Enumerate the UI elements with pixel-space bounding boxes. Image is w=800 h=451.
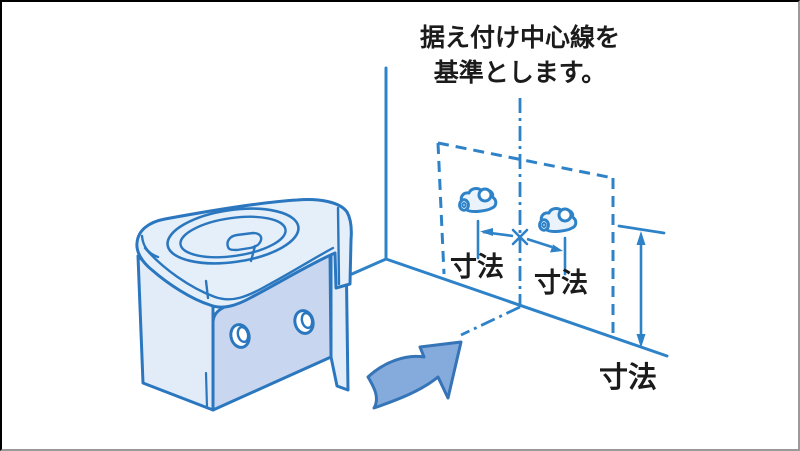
sink-rim-inner-contour xyxy=(143,246,335,301)
annotation-title-line1: 据え付け中心線を xyxy=(420,23,620,52)
height-dimension-tick xyxy=(617,224,666,235)
arrowhead-up xyxy=(636,231,646,245)
arrowhead xyxy=(480,228,493,236)
sink-seat-tab xyxy=(226,231,263,252)
faucet-handle-knob xyxy=(477,187,493,203)
sink-unit xyxy=(135,198,353,412)
sink-rim-seam-tick2 xyxy=(204,279,210,300)
floor-line-right xyxy=(384,257,669,358)
dim-label-height: 寸法 xyxy=(599,361,657,394)
sink-hole-right xyxy=(293,309,315,335)
faucet-spout-hole xyxy=(541,222,547,228)
sink-left-cap-seam xyxy=(140,234,160,259)
annotation-title-line2: 基準とします。 xyxy=(434,58,607,87)
center-cross-mark xyxy=(511,228,529,246)
mounting-area-top-edge xyxy=(437,141,614,180)
dim-label-left-offset: 寸法 xyxy=(450,252,504,282)
sink-hole-left xyxy=(229,323,251,349)
sink-seat-inner-ring xyxy=(179,215,287,259)
center-line-floor-extension xyxy=(460,305,521,337)
faucet-icon-right xyxy=(538,207,578,233)
sink-seat-outer-ring xyxy=(166,207,300,265)
mounting-area-dashed-outline xyxy=(436,141,615,338)
arrowhead xyxy=(550,244,563,253)
faucet-handle-knob xyxy=(557,207,573,223)
direction-arrow-icon xyxy=(366,340,463,410)
sink-left-leg-seam xyxy=(204,371,209,409)
sink-right-cap-seam xyxy=(336,206,341,286)
dimension-arrow-left xyxy=(480,228,514,238)
faucet-icon-left xyxy=(458,187,498,213)
sink-rim-seam-tick xyxy=(249,244,257,263)
height-dimension-arrow xyxy=(617,224,666,348)
arrowhead-down xyxy=(636,334,646,348)
faucet-spout-hole xyxy=(461,202,467,208)
floor-line-left xyxy=(350,257,388,276)
mounting-area-left-edge xyxy=(436,142,446,275)
dimension-arrow-right xyxy=(526,237,563,253)
dim-label-right-offset: 寸法 xyxy=(534,268,588,298)
